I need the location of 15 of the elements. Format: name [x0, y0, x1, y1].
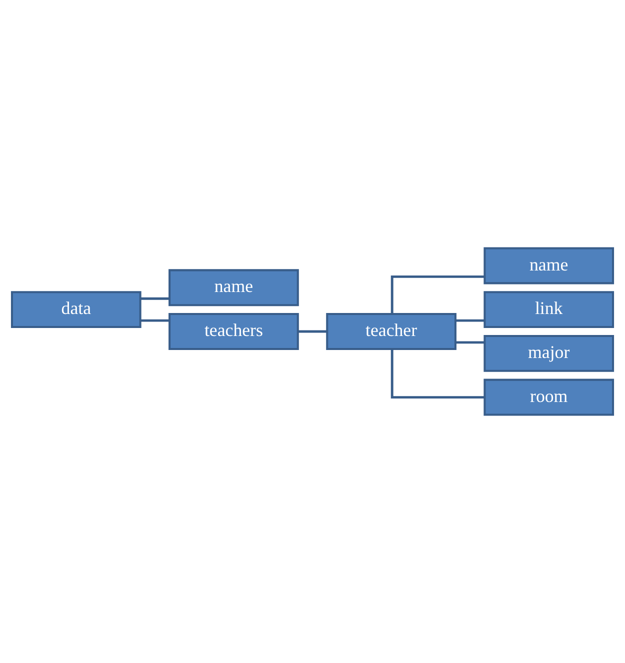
node-box: teacher — [326, 313, 456, 350]
node-box: data — [10, 291, 142, 328]
connector — [390, 275, 485, 314]
node-box: teachers — [168, 313, 299, 350]
node-box: name — [168, 269, 299, 306]
connector — [298, 330, 327, 333]
connector — [140, 297, 170, 300]
connector — [140, 319, 170, 322]
node-box: name — [484, 247, 614, 284]
node-box: link — [484, 291, 614, 328]
connector — [456, 319, 484, 322]
connector — [390, 349, 485, 398]
connector — [456, 341, 484, 344]
node-box: room — [484, 378, 614, 416]
node-box: major — [484, 334, 614, 372]
